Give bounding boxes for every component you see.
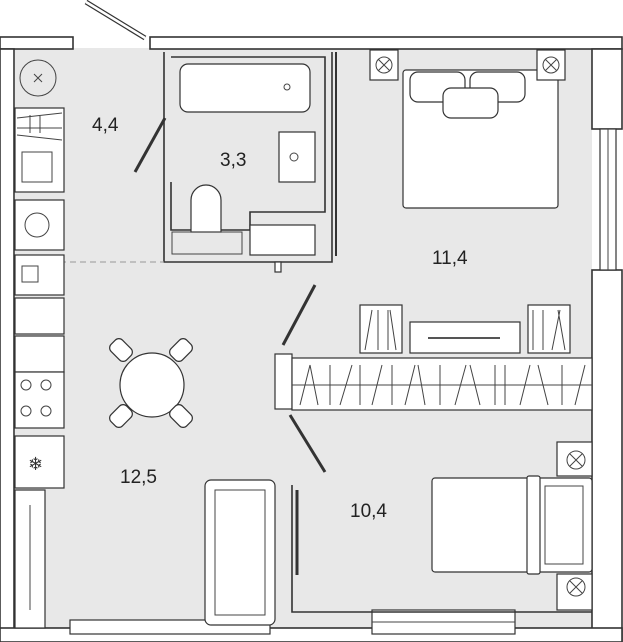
kitchen-units: ❄ — [14, 59, 65, 629]
toilet — [190, 184, 222, 233]
area-label-kitchen-living: 12,5 — [120, 467, 157, 488]
area-label-bedroom-1: 11,4 — [432, 248, 468, 269]
washer-cabinet — [249, 224, 316, 256]
sink — [278, 131, 316, 183]
bathroom — [133, 52, 337, 273]
bathtub — [179, 63, 311, 113]
entrance-door — [84, 0, 147, 41]
double-bed — [369, 49, 566, 209]
snowflake-icon: ❄ — [28, 454, 43, 474]
dining-table — [109, 338, 193, 428]
area-label-bedroom-2: 10,4 — [350, 501, 387, 522]
area-label-bathroom: 3,3 — [220, 150, 246, 171]
wardrobe — [274, 284, 593, 473]
single-bed — [431, 441, 593, 611]
bedroom-2-walls — [291, 485, 592, 613]
sofa — [204, 479, 276, 626]
area-label-hall: 4,4 — [92, 115, 119, 136]
